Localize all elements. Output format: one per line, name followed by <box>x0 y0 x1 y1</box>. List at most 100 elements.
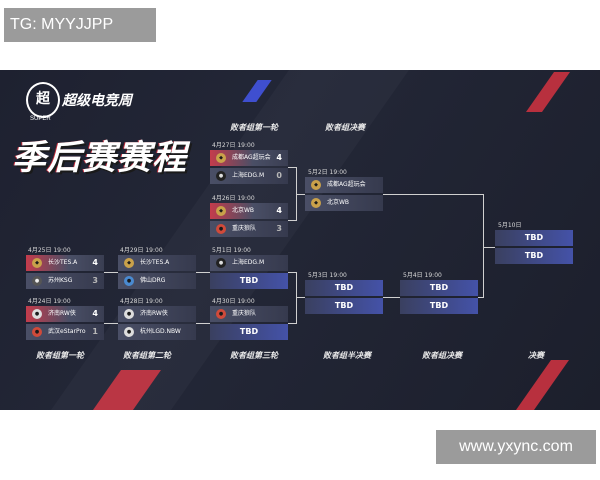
team-logo-icon: ◆ <box>216 153 226 163</box>
round-label-bottom-5: 败者组决赛 <box>422 351 462 360</box>
bracket-line <box>288 323 296 324</box>
team-logo-icon: ● <box>216 309 226 319</box>
bracket-line <box>296 194 305 195</box>
round-label-bottom-6: 决赛 <box>528 351 544 360</box>
match-card: ● 济南RW侠 4 ● 武汉eStarPro 1 <box>26 306 104 340</box>
match-date: 4月24日 19:00 <box>28 298 71 305</box>
team-row: ● 上海EDG.M 0 <box>210 168 288 184</box>
tbd-slot: TBD <box>305 298 383 314</box>
match-date: 5月2日 19:00 <box>308 169 347 176</box>
match-date: 5月10日 <box>498 222 522 229</box>
final-match-card: TBD TBD <box>495 230 573 264</box>
team-name: 北京WB <box>232 207 255 214</box>
tbd-match-card: TBD TBD <box>305 280 383 314</box>
super-logo: 超 <box>26 82 60 118</box>
poster-title: 季后赛赛程 <box>12 138 187 178</box>
bracket-line <box>288 272 296 273</box>
team-logo-icon: ◆ <box>311 198 321 208</box>
team-score: 4 <box>92 258 98 267</box>
team-name: 佛山DRG <box>140 277 166 284</box>
team-name: 上海EDG.M <box>232 259 265 266</box>
team-row: ● 苏州KSG 3 <box>26 273 104 289</box>
match-date: 5月1日 19:00 <box>212 247 251 254</box>
team-score: 4 <box>276 153 282 162</box>
team-row: ● 佛山DRG <box>118 273 196 289</box>
match-card: ◆长沙TES.A ● 佛山DRG <box>118 255 196 289</box>
team-logo-icon: ● <box>32 327 42 337</box>
team-logo-icon: ● <box>124 276 134 286</box>
team-score: 4 <box>276 206 282 215</box>
match-date: 4月27日 19:00 <box>212 142 255 149</box>
team-logo-icon: ● <box>216 171 226 181</box>
team-name: 上海EDG.M <box>232 172 265 179</box>
match-date: 4月30日 19:00 <box>212 298 255 305</box>
decor-stripe-red <box>525 72 571 112</box>
watermark-top: TG: MYYJJPP <box>4 8 156 42</box>
round-label-bottom-2: 败者组第二轮 <box>123 351 171 360</box>
playoff-schedule-poster: 超 SUPER 超级电竞周 季后赛赛程 败者组第一轮 败者组决赛 败者组第一轮 … <box>0 70 600 410</box>
team-name: 苏州KSG <box>48 277 73 284</box>
team-logo-icon: ● <box>32 276 42 286</box>
team-name: 成都AG超玩会 <box>327 181 366 188</box>
team-row: TBD <box>210 273 288 289</box>
match-date: 5月4日 19:00 <box>403 272 442 279</box>
bracket-line <box>288 220 296 221</box>
team-row: ◆长沙TES.A <box>118 255 196 271</box>
match-date: 4月26日 19:00 <box>212 195 255 202</box>
bracket-line <box>483 247 495 248</box>
team-score: 4 <box>92 309 98 318</box>
team-logo-icon: ◆ <box>311 180 321 190</box>
team-name: 武汉eStarPro <box>48 328 86 335</box>
team-name: TBD <box>239 327 259 336</box>
team-row: ◆北京WB <box>305 195 383 211</box>
match-date: 5月3日 19:00 <box>308 272 347 279</box>
team-row: ●济南RW侠 <box>118 306 196 322</box>
team-name: 重庆狼队 <box>232 225 257 232</box>
team-logo-icon: ● <box>124 327 134 337</box>
team-logo-icon: ● <box>32 309 42 319</box>
team-row: ● 重庆狼队 3 <box>210 221 288 237</box>
match-card: ● 上海EDG.M TBD <box>210 255 288 289</box>
team-row: ● 重庆狼队 <box>210 306 288 322</box>
team-name: 济南RW侠 <box>48 310 76 317</box>
team-score: 1 <box>92 327 98 336</box>
bracket-line <box>296 272 297 324</box>
team-score: 3 <box>92 276 98 285</box>
bracket-line <box>383 297 400 298</box>
tbd-slot: TBD <box>495 230 573 246</box>
team-row: ● 武汉eStarPro 1 <box>26 324 104 340</box>
team-row: ◆ 成都AG超玩会 4 <box>210 150 288 166</box>
bracket-line <box>478 297 483 298</box>
match-date: 4月25日 19:00 <box>28 247 71 254</box>
round-label-top-1: 败者组第一轮 <box>230 123 278 132</box>
round-label-bottom-1: 败者组第一轮 <box>36 351 84 360</box>
team-name: 重庆狼队 <box>232 310 257 317</box>
match-date: 4月29日 19:00 <box>120 247 163 254</box>
team-logo-icon: ● <box>216 258 226 268</box>
bracket-line <box>196 272 210 273</box>
team-logo-icon: ● <box>216 224 226 234</box>
bracket-line <box>104 272 118 273</box>
bracket-line <box>196 323 210 324</box>
team-row: ● 济南RW侠 4 <box>26 306 104 322</box>
bracket-line <box>104 323 118 324</box>
team-name: 成都AG超玩会 <box>232 154 271 161</box>
super-logo-subtext: SUPER <box>30 116 51 122</box>
team-row: TBD <box>210 324 288 340</box>
watermark-bottom: www.yxync.com <box>436 430 596 464</box>
bracket-line <box>288 167 296 168</box>
team-row: ◆ 成都AG超玩会 <box>305 177 383 193</box>
team-score: 0 <box>276 171 282 180</box>
team-name: TBD <box>239 276 259 285</box>
team-name: 杭州LGD.NBW <box>140 328 181 335</box>
team-logo-icon: ● <box>124 309 134 319</box>
team-score: 3 <box>276 224 282 233</box>
bracket-line <box>296 297 305 298</box>
team-name: 长沙TES.A <box>48 259 78 266</box>
round-label-bottom-3: 败者组第三轮 <box>230 351 278 360</box>
decor-stripe-red-right <box>508 360 570 410</box>
